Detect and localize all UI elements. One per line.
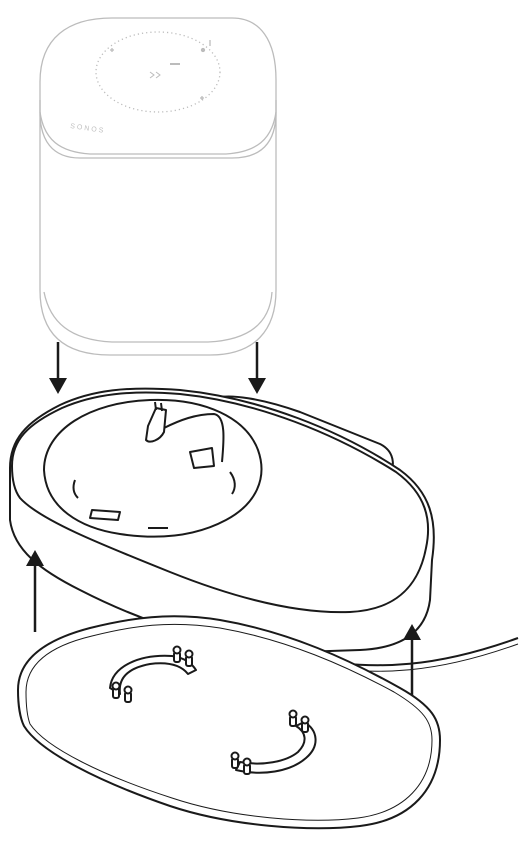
connector-pin-icon	[154, 401, 157, 411]
power-cable	[163, 413, 225, 463]
brand-logo: SONOS	[70, 123, 106, 135]
screw-head-icon	[230, 751, 240, 761]
status-light-icon	[200, 47, 206, 53]
down-arrow-left	[49, 342, 67, 394]
up-arrow-left	[26, 550, 44, 632]
screw-head-icon	[172, 645, 182, 655]
down-arrow-right	[248, 342, 266, 394]
base-plate	[17, 615, 441, 830]
speaker-base-band	[43, 291, 273, 343]
speaker-top	[39, 17, 277, 159]
mount-bracket-2	[230, 709, 317, 775]
touch-ring	[95, 31, 221, 113]
screw-head-icon	[111, 681, 121, 691]
speaker: SONOS	[39, 17, 277, 356]
mount-cavity	[43, 398, 263, 538]
down-arrows	[49, 342, 266, 394]
volume-minus-icon	[110, 48, 114, 52]
volume-plus-icon	[200, 96, 204, 100]
screw-head-icon	[242, 757, 252, 767]
base-plate-inner-edge	[25, 623, 433, 821]
screw-head-icon	[123, 685, 133, 695]
speaker-body	[39, 100, 277, 356]
connector-pin-icon	[160, 402, 163, 412]
next-track-icon	[149, 71, 161, 79]
mount-bracket-1	[109, 645, 197, 703]
floor-slot	[89, 509, 121, 521]
stand-mount	[9, 387, 435, 653]
screw-head-icon	[288, 709, 298, 719]
clip-left	[72, 479, 79, 499]
power-connector	[145, 407, 167, 443]
screw-head-icon	[300, 715, 310, 725]
screw-head-icon	[184, 649, 194, 659]
speaker-top-band	[39, 111, 277, 155]
clip-right	[229, 471, 236, 495]
cable-slot	[189, 447, 215, 469]
